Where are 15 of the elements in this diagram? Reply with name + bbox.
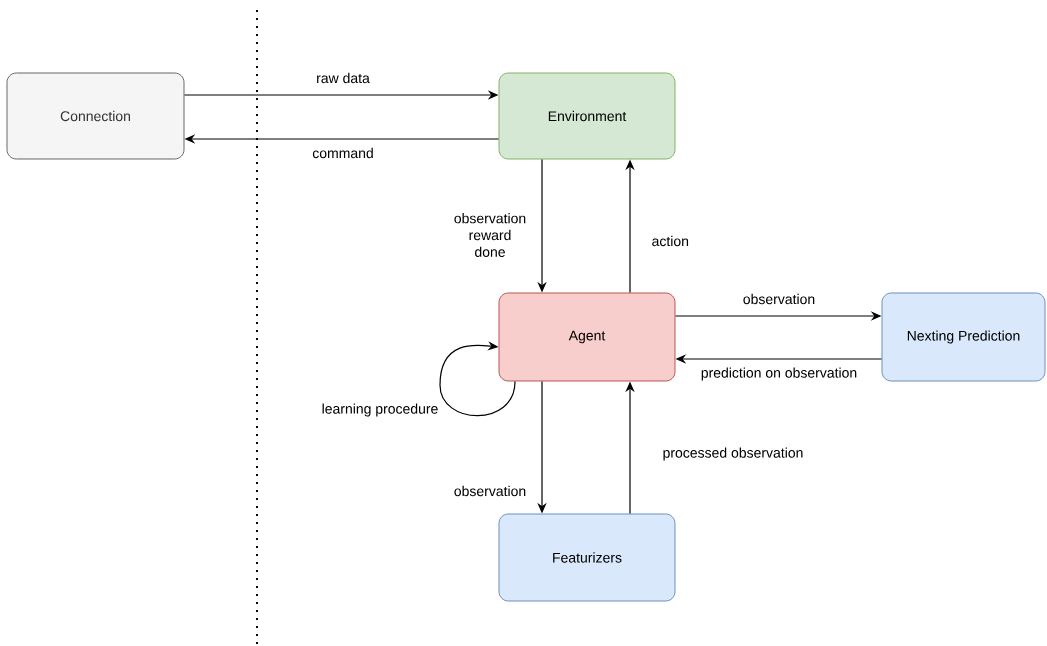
edge-label: observation (452, 484, 528, 498)
edge-label: prediction on observation (699, 366, 859, 382)
edge-label: action (650, 234, 691, 248)
edge-label: observation reward done (451, 211, 529, 259)
arrow (439, 341, 516, 417)
edge-label: observation (741, 292, 817, 306)
edge-label: raw data (314, 71, 372, 85)
edge-label: learning procedure (320, 402, 440, 418)
process-box: Agent (498, 292, 676, 382)
process-box: Connection (6, 72, 185, 160)
process-box: Environment (498, 72, 676, 160)
process-box: Featurizers (498, 513, 676, 602)
process-box: Nexting Prediction (881, 292, 1046, 382)
edge-label: processed observation (661, 446, 805, 462)
edge-label: command (310, 146, 376, 160)
